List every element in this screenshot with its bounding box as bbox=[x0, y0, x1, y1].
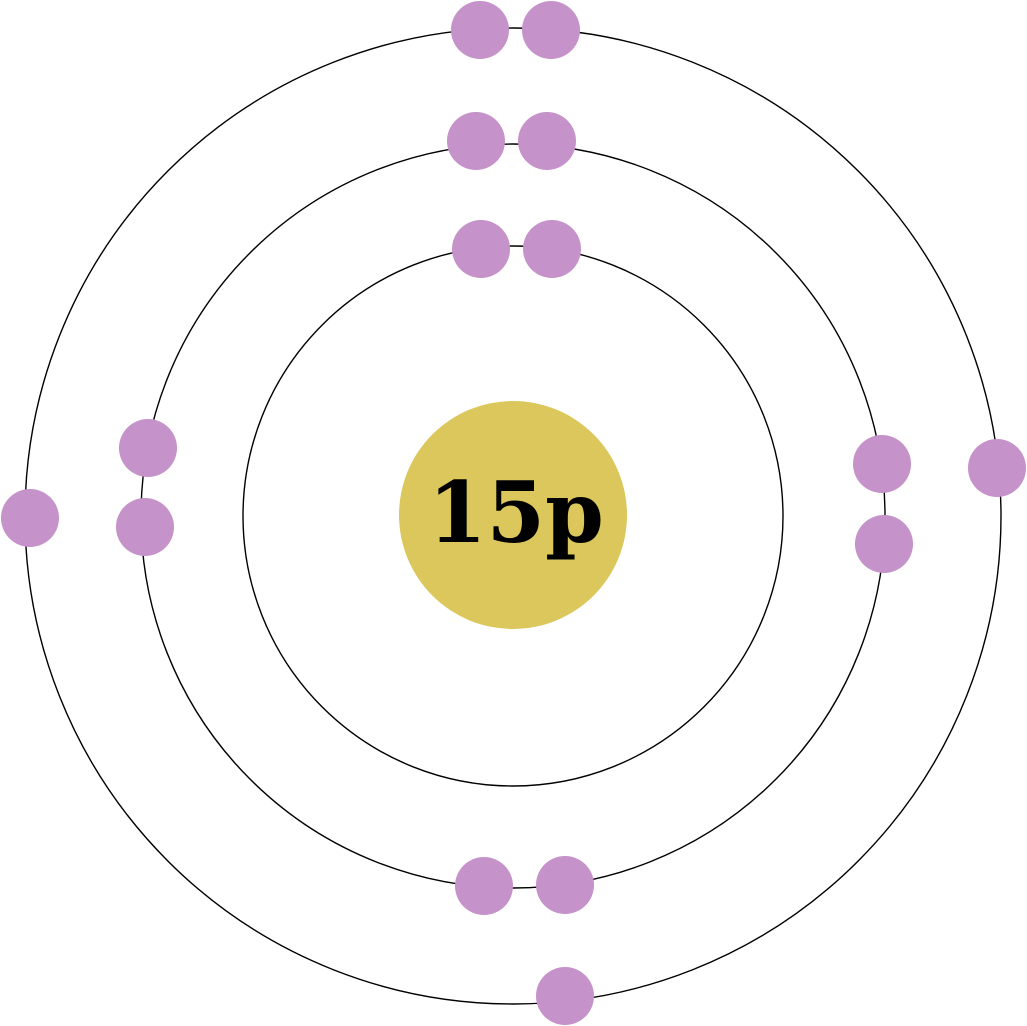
nucleus: 15p bbox=[399, 401, 627, 629]
electron bbox=[1, 489, 59, 547]
electron bbox=[536, 967, 594, 1025]
electron bbox=[455, 857, 513, 915]
electron bbox=[116, 498, 174, 556]
nucleus-label: 15p bbox=[428, 463, 604, 562]
electron bbox=[968, 439, 1026, 497]
nucleus-circle bbox=[399, 401, 627, 629]
electron bbox=[855, 515, 913, 573]
electron bbox=[523, 220, 581, 278]
electron bbox=[119, 419, 177, 477]
electron bbox=[536, 856, 594, 914]
electron bbox=[522, 1, 580, 59]
electron bbox=[452, 220, 510, 278]
electron bbox=[447, 112, 505, 170]
electron bbox=[853, 435, 911, 493]
electron bbox=[518, 112, 576, 170]
shell-1-orbit bbox=[242, 245, 784, 787]
electron bbox=[451, 1, 509, 59]
